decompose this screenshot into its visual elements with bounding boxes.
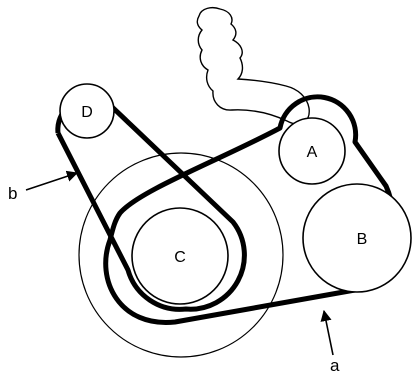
pulley-c: [131, 207, 229, 305]
callout-b-label: b: [8, 184, 17, 203]
crank-outer-circle: [78, 152, 284, 358]
callout-a-arrow: [320, 309, 334, 356]
pulley-a: [278, 117, 346, 185]
pulley-d-label: D: [81, 104, 93, 121]
engine-bracket-outline: [196, 7, 310, 125]
pulley-b: [302, 183, 412, 293]
callout-b-arrow: [25, 170, 79, 191]
pulley-a-label: A: [307, 144, 318, 161]
pulley-b-label: B: [357, 231, 368, 248]
belt-b: [55, 103, 247, 312]
pulley-c-label: C: [174, 249, 186, 266]
pulley-d: [59, 83, 115, 139]
belt-a: [103, 94, 396, 325]
callout-a-label: a: [330, 356, 340, 375]
